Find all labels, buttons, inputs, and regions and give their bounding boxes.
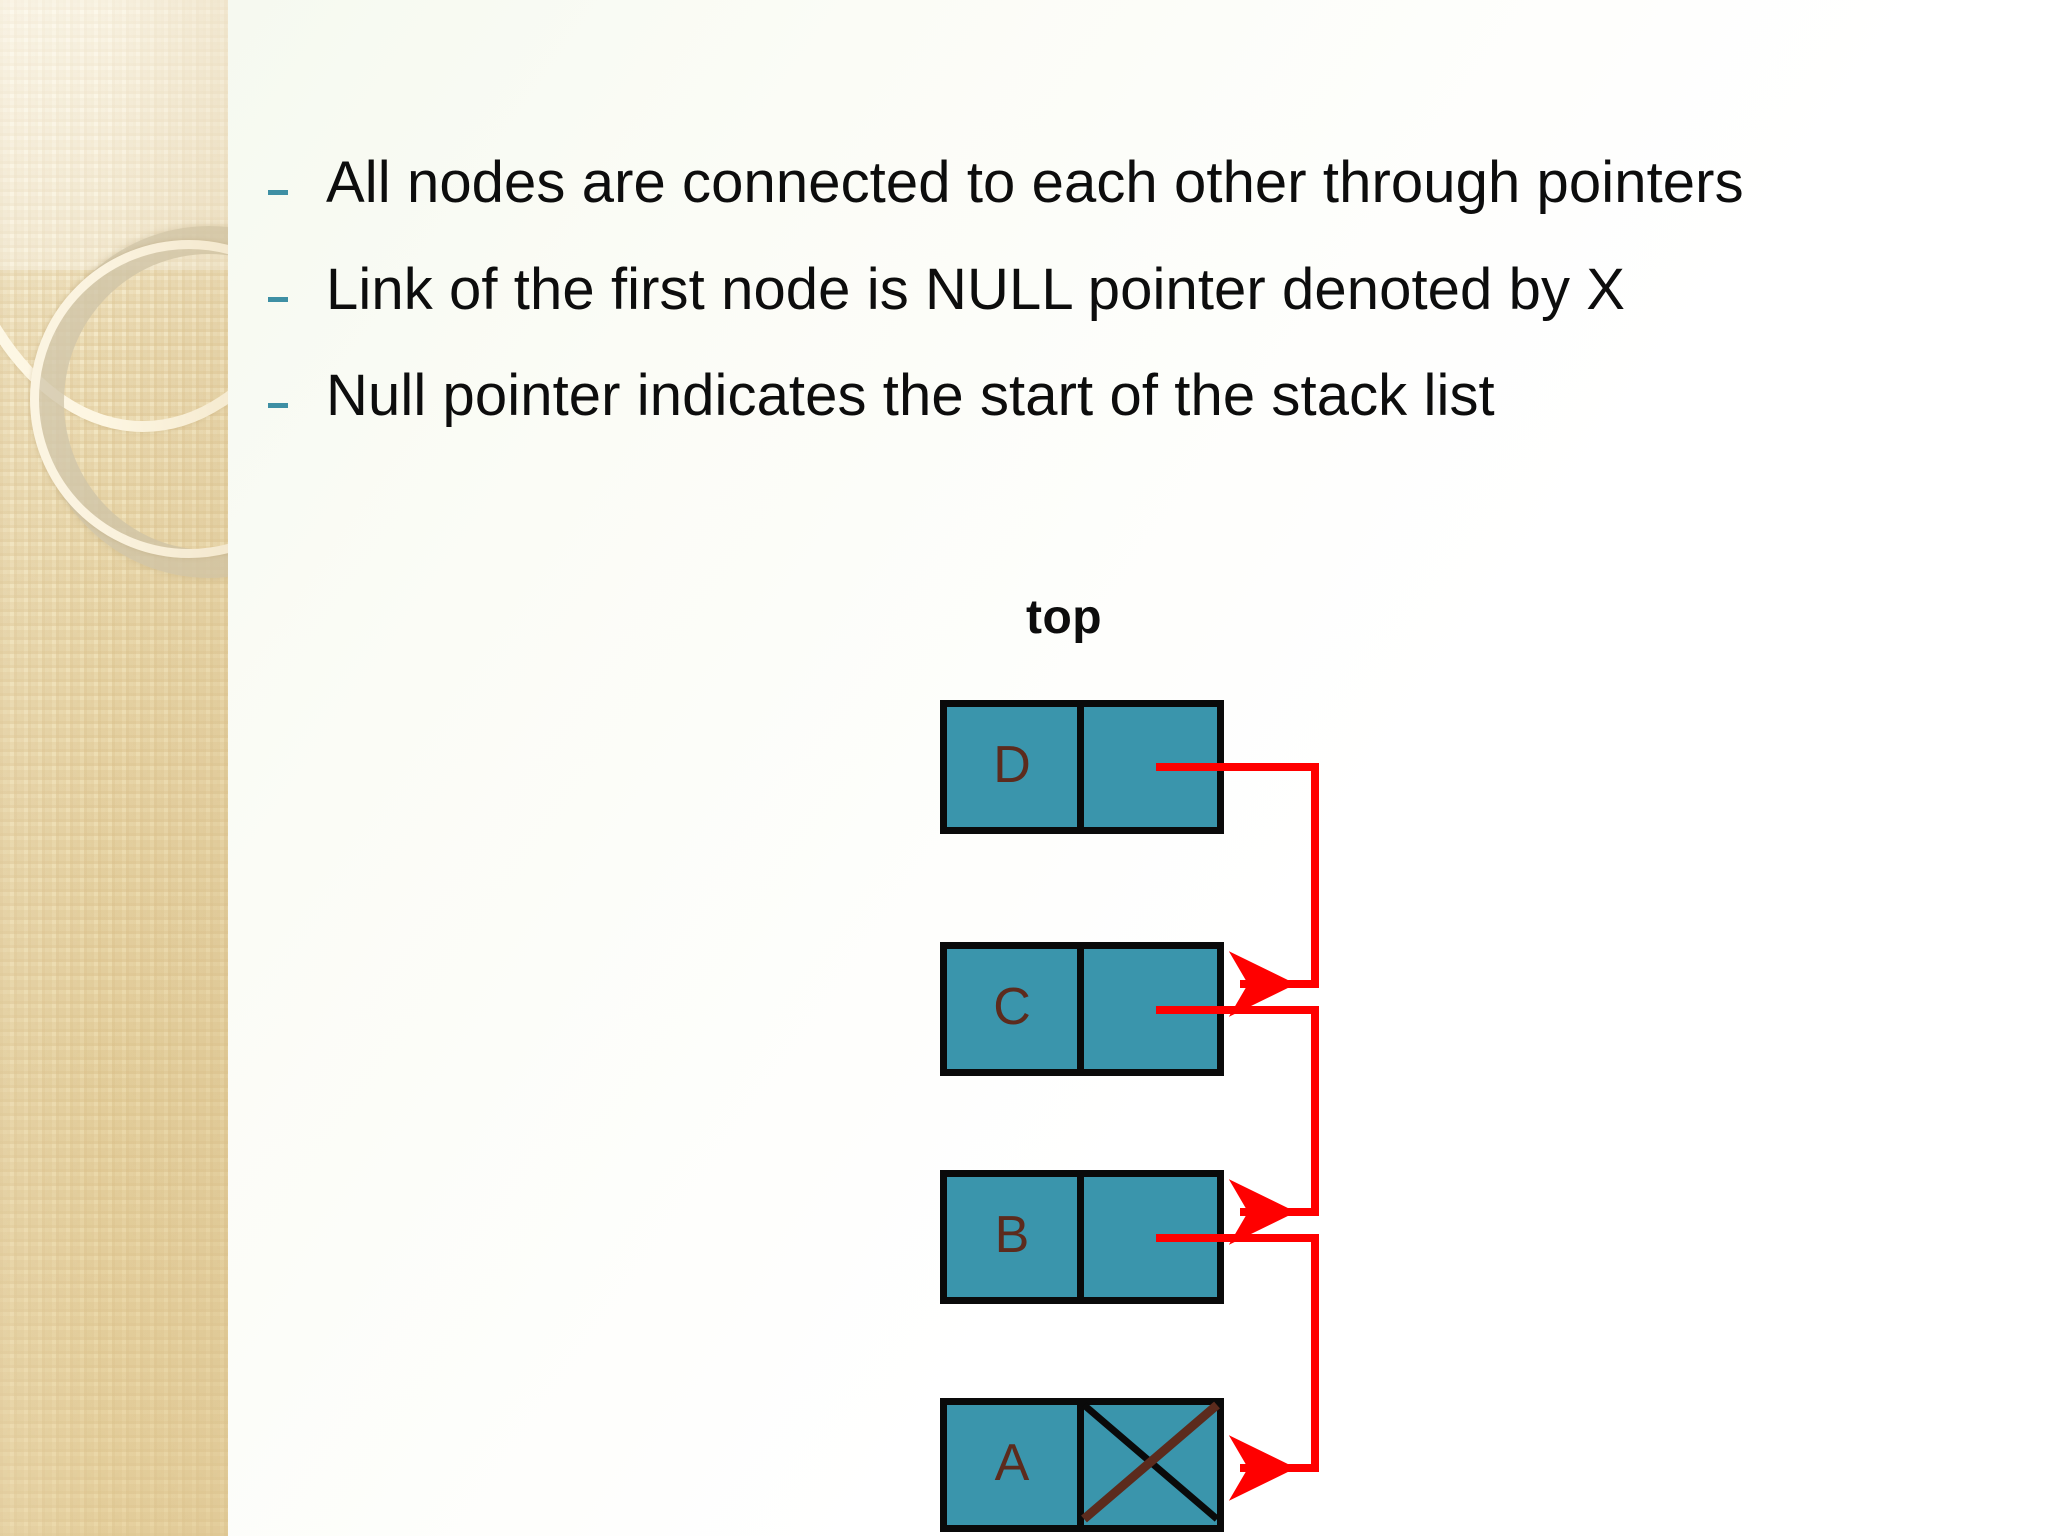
node-value-label: A bbox=[994, 1434, 1030, 1492]
node-value-label: B bbox=[994, 1206, 1030, 1264]
null-pointer-x-icon bbox=[1084, 1405, 1217, 1519]
node-null-cell bbox=[1084, 1405, 1217, 1525]
bullet-list: All nodes are connected to each other th… bbox=[268, 150, 1968, 470]
list-node-d: D bbox=[940, 700, 1224, 834]
node-value-label: D bbox=[993, 736, 1031, 794]
node-value-label: C bbox=[993, 978, 1031, 1036]
bullet-text: All nodes are connected to each other th… bbox=[326, 150, 1744, 215]
node-link-cell bbox=[1084, 949, 1217, 1069]
node-link-cell bbox=[1084, 707, 1217, 827]
dash-bullet-icon bbox=[268, 296, 288, 302]
node-data-cell: B bbox=[947, 1177, 1077, 1297]
node-divider bbox=[1077, 707, 1084, 827]
list-item: Null pointer indicates the start of the … bbox=[268, 363, 1968, 430]
node-divider bbox=[1077, 1405, 1084, 1525]
node-divider bbox=[1077, 1177, 1084, 1297]
node-link-cell bbox=[1084, 1177, 1217, 1297]
decorative-sidebar bbox=[0, 0, 228, 1536]
node-data-cell: D bbox=[947, 707, 1077, 827]
list-node-a: A bbox=[940, 1398, 1224, 1532]
linked-list-diagram: top D C B A bbox=[940, 590, 1460, 1532]
bullet-text: Null pointer indicates the start of the … bbox=[326, 363, 1495, 429]
list-item: All nodes are connected to each other th… bbox=[268, 150, 1968, 217]
node-divider bbox=[1077, 949, 1084, 1069]
list-node-b: B bbox=[940, 1170, 1224, 1304]
list-item: Link of the first node is NULL pointer d… bbox=[268, 257, 1968, 324]
node-data-cell: C bbox=[947, 949, 1077, 1069]
top-pointer-label: top bbox=[1026, 591, 1103, 644]
bullet-text: Link of the first node is NULL pointer d… bbox=[326, 256, 1626, 322]
node-data-cell: A bbox=[947, 1405, 1077, 1525]
dash-bullet-icon bbox=[268, 403, 288, 409]
list-node-c: C bbox=[940, 942, 1224, 1076]
sidebar-sheen bbox=[0, 0, 228, 1536]
dash-bullet-icon bbox=[268, 190, 288, 195]
